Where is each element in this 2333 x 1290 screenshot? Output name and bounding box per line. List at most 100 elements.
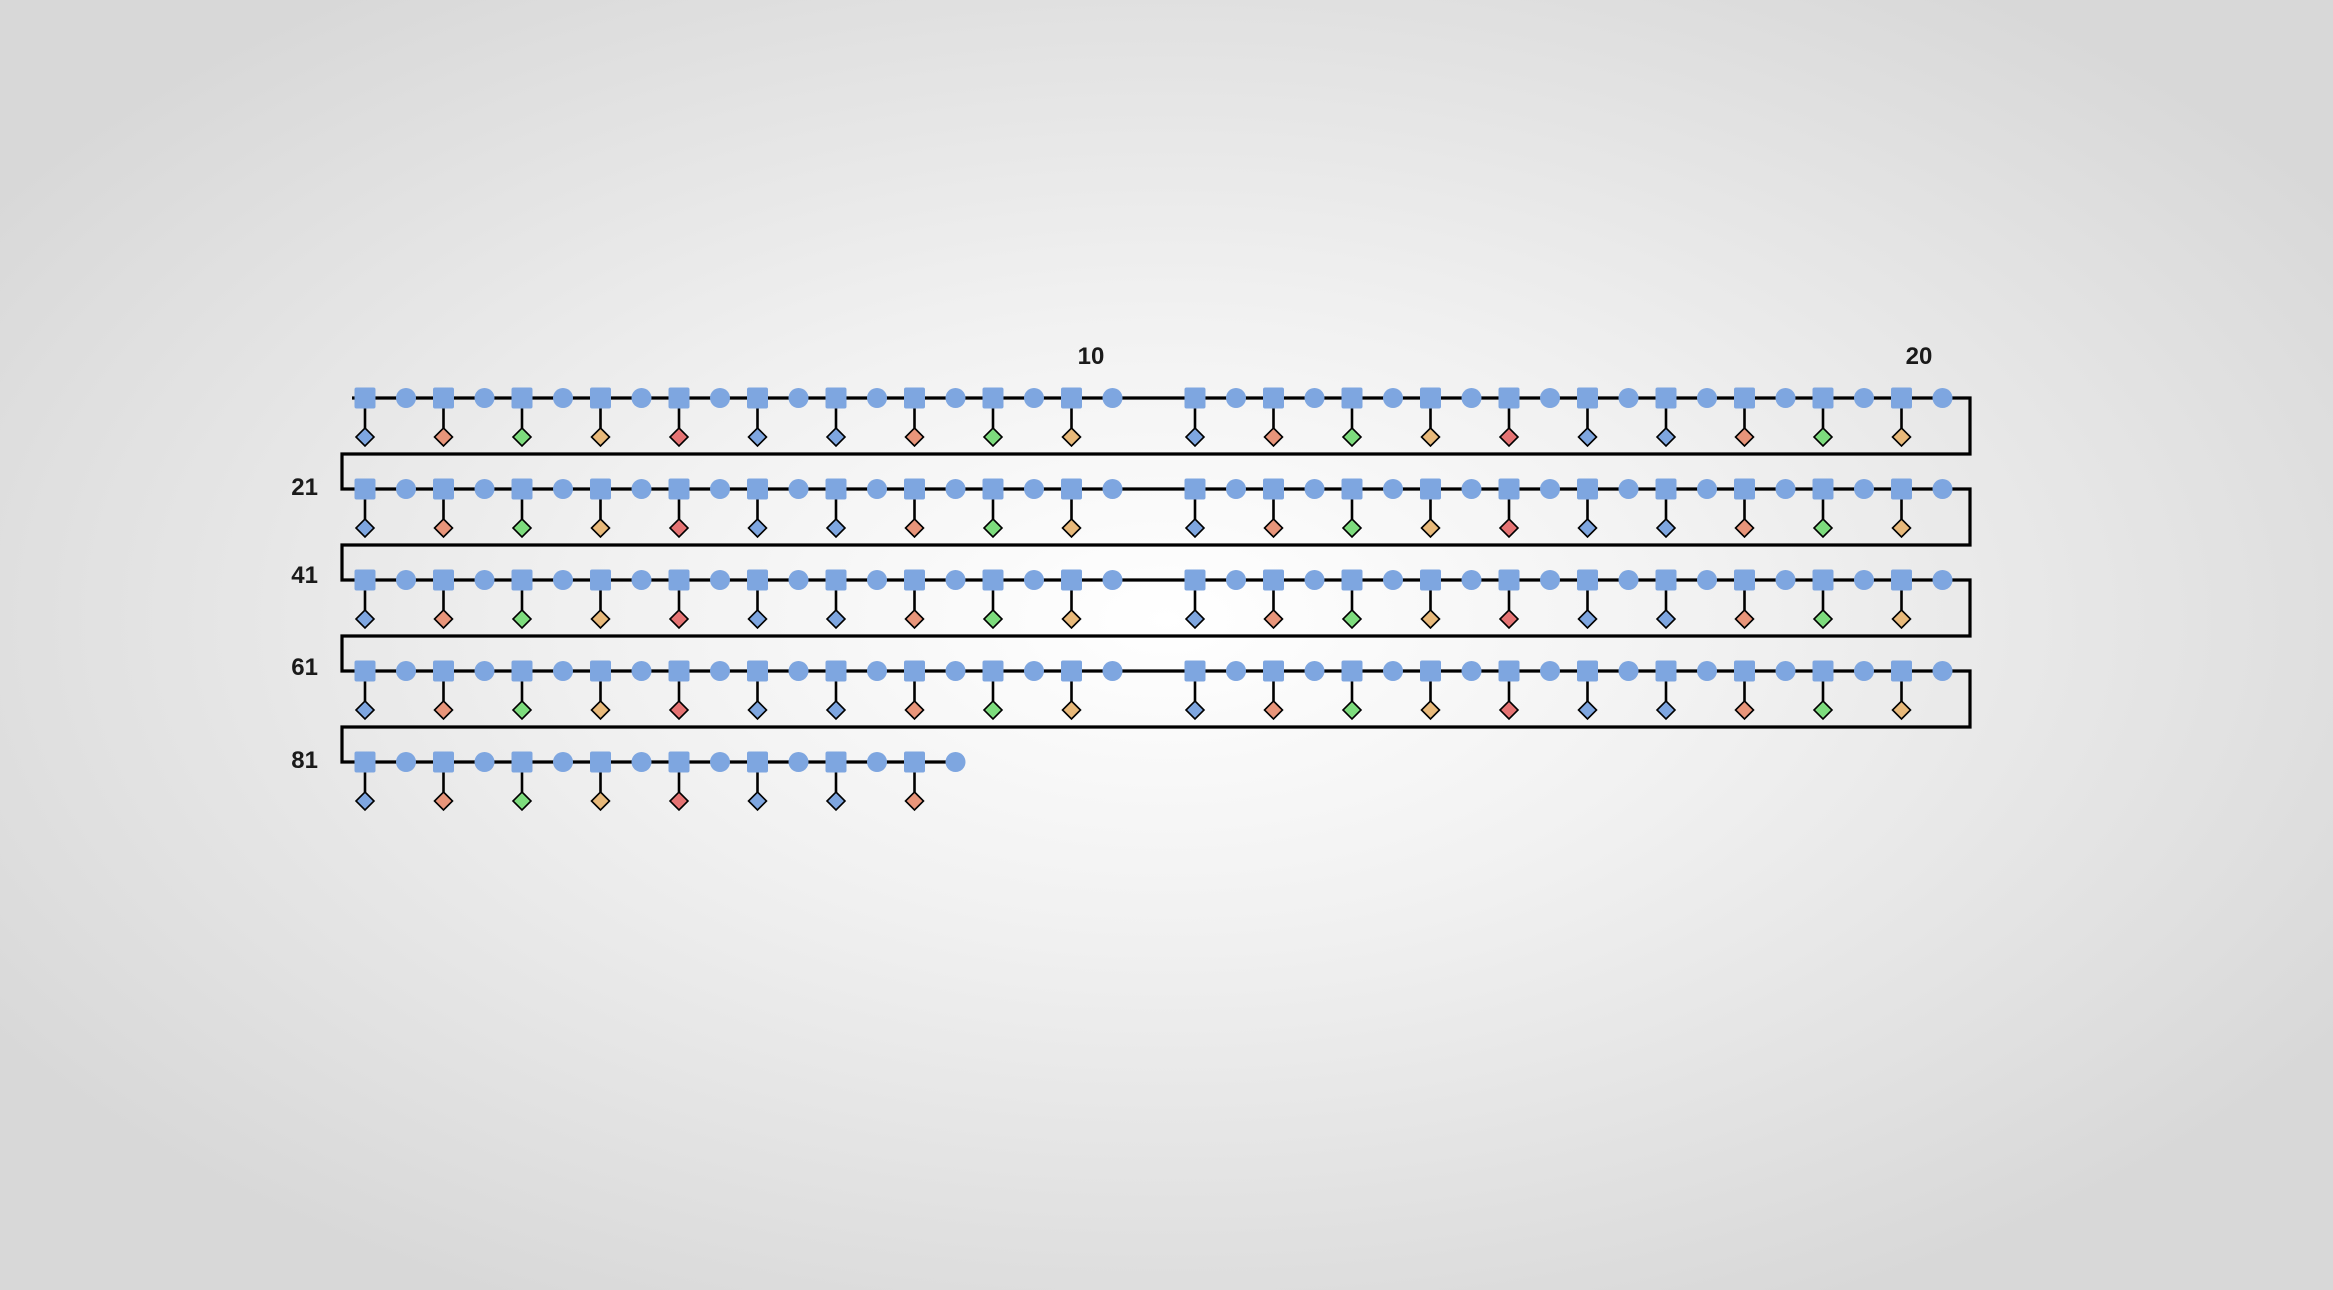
side-chain-diamond-red (668, 790, 690, 812)
square-residue (590, 660, 611, 682)
side-chain-diamond-orange (1891, 699, 1912, 721)
round-residue (867, 570, 887, 590)
round-residue (1304, 388, 1325, 408)
round-residue (1775, 388, 1796, 408)
side-chain-diamond-blue (1184, 426, 1206, 448)
round-residue (788, 388, 809, 408)
square-residue (1655, 478, 1677, 500)
side-chain-diamond-blue (354, 608, 376, 630)
square-residue (1812, 387, 1834, 409)
round-residue (474, 570, 495, 590)
square-residue (1061, 660, 1082, 682)
side-chain-diamond-orange (590, 608, 611, 630)
side-chain-diamond-green (982, 699, 1004, 721)
side-chain-diamond-blue (1577, 608, 1598, 630)
side-chain-diamond-red (1498, 608, 1520, 630)
square-residue (668, 569, 690, 591)
round-residue (1383, 388, 1403, 408)
round-residue (1540, 661, 1560, 681)
square-residue (1734, 660, 1755, 682)
square-residue (1577, 387, 1598, 409)
side-chain-diamond-salmon (433, 790, 454, 812)
square-residue (1655, 569, 1677, 591)
square-residue (1734, 387, 1755, 409)
side-chain-diamond-red (668, 608, 690, 630)
side-chain-diamond-salmon (1734, 517, 1755, 539)
side-chain-diamond-blue (1577, 699, 1598, 721)
square-residue (433, 751, 454, 773)
square-residue (1498, 569, 1520, 591)
side-chain-diamond-orange (1420, 699, 1441, 721)
square-residue (1341, 387, 1363, 409)
square-residue (1420, 387, 1441, 409)
round-residue (1618, 661, 1639, 681)
square-residue (904, 660, 925, 682)
square-residue (590, 478, 611, 500)
side-chain-diamond-blue (354, 699, 376, 721)
side-chain-diamond-salmon (433, 426, 454, 448)
square-residue (747, 569, 768, 591)
side-chain-diamond-blue (1577, 517, 1598, 539)
side-chain-diamond-orange (1891, 426, 1912, 448)
round-residue (1618, 570, 1639, 590)
square-residue (1184, 478, 1206, 500)
side-chain-diamond-orange (1061, 608, 1082, 630)
round-residue (1854, 479, 1874, 499)
column-label-10: 10 (1078, 343, 1105, 370)
side-chain-diamond-blue (747, 699, 768, 721)
square-residue (825, 569, 847, 591)
side-chain-diamond-salmon (433, 608, 454, 630)
square-residue (1498, 387, 1520, 409)
round-residue (1304, 570, 1325, 590)
side-chain-diamond-orange (1061, 426, 1082, 448)
round-residue (1102, 661, 1123, 681)
square-residue (747, 751, 768, 773)
round-residue (1854, 661, 1874, 681)
side-chain-diamond-salmon (1263, 699, 1284, 721)
round-residue (788, 570, 809, 590)
round-residue (1304, 661, 1325, 681)
side-chain-diamond-orange (590, 517, 611, 539)
round-residue (1102, 479, 1123, 499)
side-chain-diamond-blue (825, 426, 847, 448)
side-chain-diamond-salmon (904, 517, 925, 539)
square-residue (511, 569, 533, 591)
square-residue (1891, 478, 1912, 500)
square-residue (511, 478, 533, 500)
side-chain-diamond-blue (1184, 517, 1206, 539)
round-residue (1618, 388, 1639, 408)
square-residue (904, 387, 925, 409)
square-residue (433, 660, 454, 682)
side-chain-diamond-red (668, 426, 690, 448)
square-residue (433, 478, 454, 500)
side-chain-diamond-salmon (433, 517, 454, 539)
square-residue (590, 387, 611, 409)
round-residue (1024, 388, 1044, 408)
round-residue (631, 479, 652, 499)
square-residue (433, 569, 454, 591)
square-residue (1577, 569, 1598, 591)
square-residue (668, 387, 690, 409)
round-residue (1697, 479, 1717, 499)
square-residue (1655, 660, 1677, 682)
side-chain-diamond-red (1498, 699, 1520, 721)
round-residue (1932, 388, 1953, 408)
side-chain-diamond-green (1341, 608, 1363, 630)
round-residue (1461, 388, 1482, 408)
square-residue (511, 751, 533, 773)
square-residue (904, 569, 925, 591)
square-residue (1812, 569, 1834, 591)
round-residue (1226, 479, 1246, 499)
square-residue (747, 478, 768, 500)
side-chain-diamond-salmon (1263, 608, 1284, 630)
round-residue (1024, 661, 1044, 681)
side-chain-diamond-green (1812, 426, 1834, 448)
round-residue (1932, 479, 1953, 499)
side-chain-diamond-green (511, 426, 533, 448)
round-residue (1383, 570, 1403, 590)
side-chain-diamond-orange (590, 426, 611, 448)
side-chain-diamond-green (982, 608, 1004, 630)
square-residue (1812, 660, 1834, 682)
square-residue (825, 387, 847, 409)
